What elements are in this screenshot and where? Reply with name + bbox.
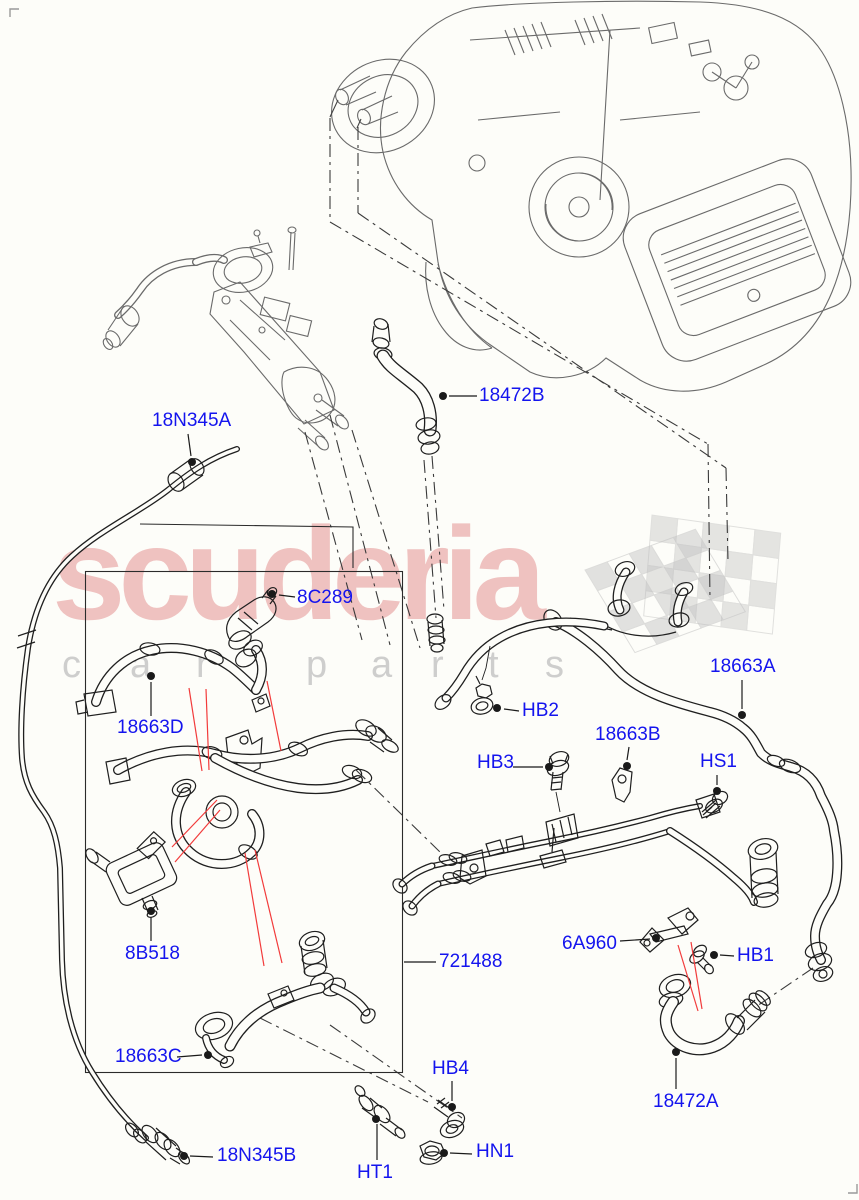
watermark-letter: c	[62, 644, 81, 686]
leader-dot	[180, 1152, 188, 1160]
part-label-18663C: 18663C	[115, 1046, 182, 1067]
part-label-8B518: 8B518	[125, 943, 180, 964]
checkered-flag-icon	[584, 528, 747, 654]
watermark-letter: p	[306, 644, 328, 686]
part-label-18663D: 18663D	[117, 717, 184, 738]
part-label-HT1: HT1	[357, 1162, 393, 1183]
auxiliary-heater-drawing	[102, 226, 349, 451]
sensor-8C289-drawing	[226, 586, 278, 650]
water-pump-8B518-drawing	[85, 831, 178, 918]
leader-dot	[710, 951, 718, 959]
part-label-HB1: HB1	[737, 945, 774, 966]
leader-dot	[372, 1115, 380, 1123]
leader-dot	[188, 458, 196, 466]
bracket-6A960-drawing	[639, 907, 699, 953]
assembly-outline-box	[84, 570, 404, 1074]
fasteners-drawing	[354, 675, 729, 1165]
heater-hose-18472A-drawing	[639, 907, 771, 1056]
leader-dot	[623, 762, 631, 770]
hose-assembly-721488-drawing	[75, 586, 399, 869]
leader-dot	[268, 590, 276, 598]
part-label-HB4: HB4	[432, 1058, 469, 1079]
part-label-18663A: 18663A	[710, 656, 776, 677]
part-label-HB3: HB3	[477, 752, 514, 773]
bracket-18663B-drawing	[611, 767, 633, 803]
part-label-18N345A: 18N345A	[152, 410, 232, 431]
leader-dot	[652, 934, 660, 942]
part-label-18663B: 18663B	[595, 724, 661, 745]
heater-hose-18663A-drawing	[426, 560, 843, 983]
part-label-18472B: 18472B	[479, 385, 545, 406]
heater-hose-18472B-drawing	[371, 318, 441, 455]
leader-dot	[440, 1149, 448, 1157]
part-label-8C289: 8C289	[297, 587, 353, 608]
hvac-housing-drawing	[329, 0, 852, 392]
part-label-721488: 721488	[439, 951, 503, 972]
part-label-HS1: HS1	[700, 751, 737, 772]
leader-dot	[147, 672, 155, 680]
leader-dot	[147, 907, 155, 915]
leader-dot	[713, 787, 721, 795]
leader-dot	[439, 392, 447, 400]
part-label-HN1: HN1	[476, 1141, 515, 1162]
corner-mark-top-left	[9, 8, 19, 17]
heater-pipe-18N345-drawing	[16, 446, 240, 1165]
red-leader-lines	[171, 680, 703, 1012]
leader-dot	[738, 711, 746, 719]
leader-dot	[545, 763, 553, 771]
part-label-HB2: HB2	[522, 700, 559, 721]
leader-dot	[448, 1103, 456, 1111]
heater-hose-18663C-drawing	[194, 930, 376, 1069]
part-label-18472A: 18472A	[653, 1091, 719, 1112]
part-label-18N345B: 18N345B	[217, 1145, 297, 1166]
bolt-HB2-drawing	[470, 675, 494, 715]
leader-dot	[493, 704, 501, 712]
watermark-letter: r	[431, 644, 444, 686]
leader-dot	[672, 1048, 680, 1056]
part-label-6A960: 6A960	[562, 933, 617, 954]
watermark-letter: s	[545, 644, 564, 686]
tee-fitting-HT1-drawing	[354, 1085, 406, 1139]
leader-dot	[204, 1051, 212, 1059]
bolt-HB4-drawing	[433, 1097, 466, 1139]
corner-mark-bottom-right	[848, 1184, 858, 1194]
watermark-letter: a	[371, 644, 393, 686]
watermark-letter: t	[488, 644, 499, 686]
projection-lines	[259, 118, 814, 1119]
bolt-HB3-drawing	[546, 750, 570, 813]
heater-pipes-right-drawing	[392, 767, 779, 916]
leader-lines	[147, 392, 746, 1160]
assembly-outline-frame	[139, 523, 354, 568]
screw-HB1-drawing	[689, 944, 714, 975]
watermark-brand-text: scuderia	[52, 500, 546, 647]
